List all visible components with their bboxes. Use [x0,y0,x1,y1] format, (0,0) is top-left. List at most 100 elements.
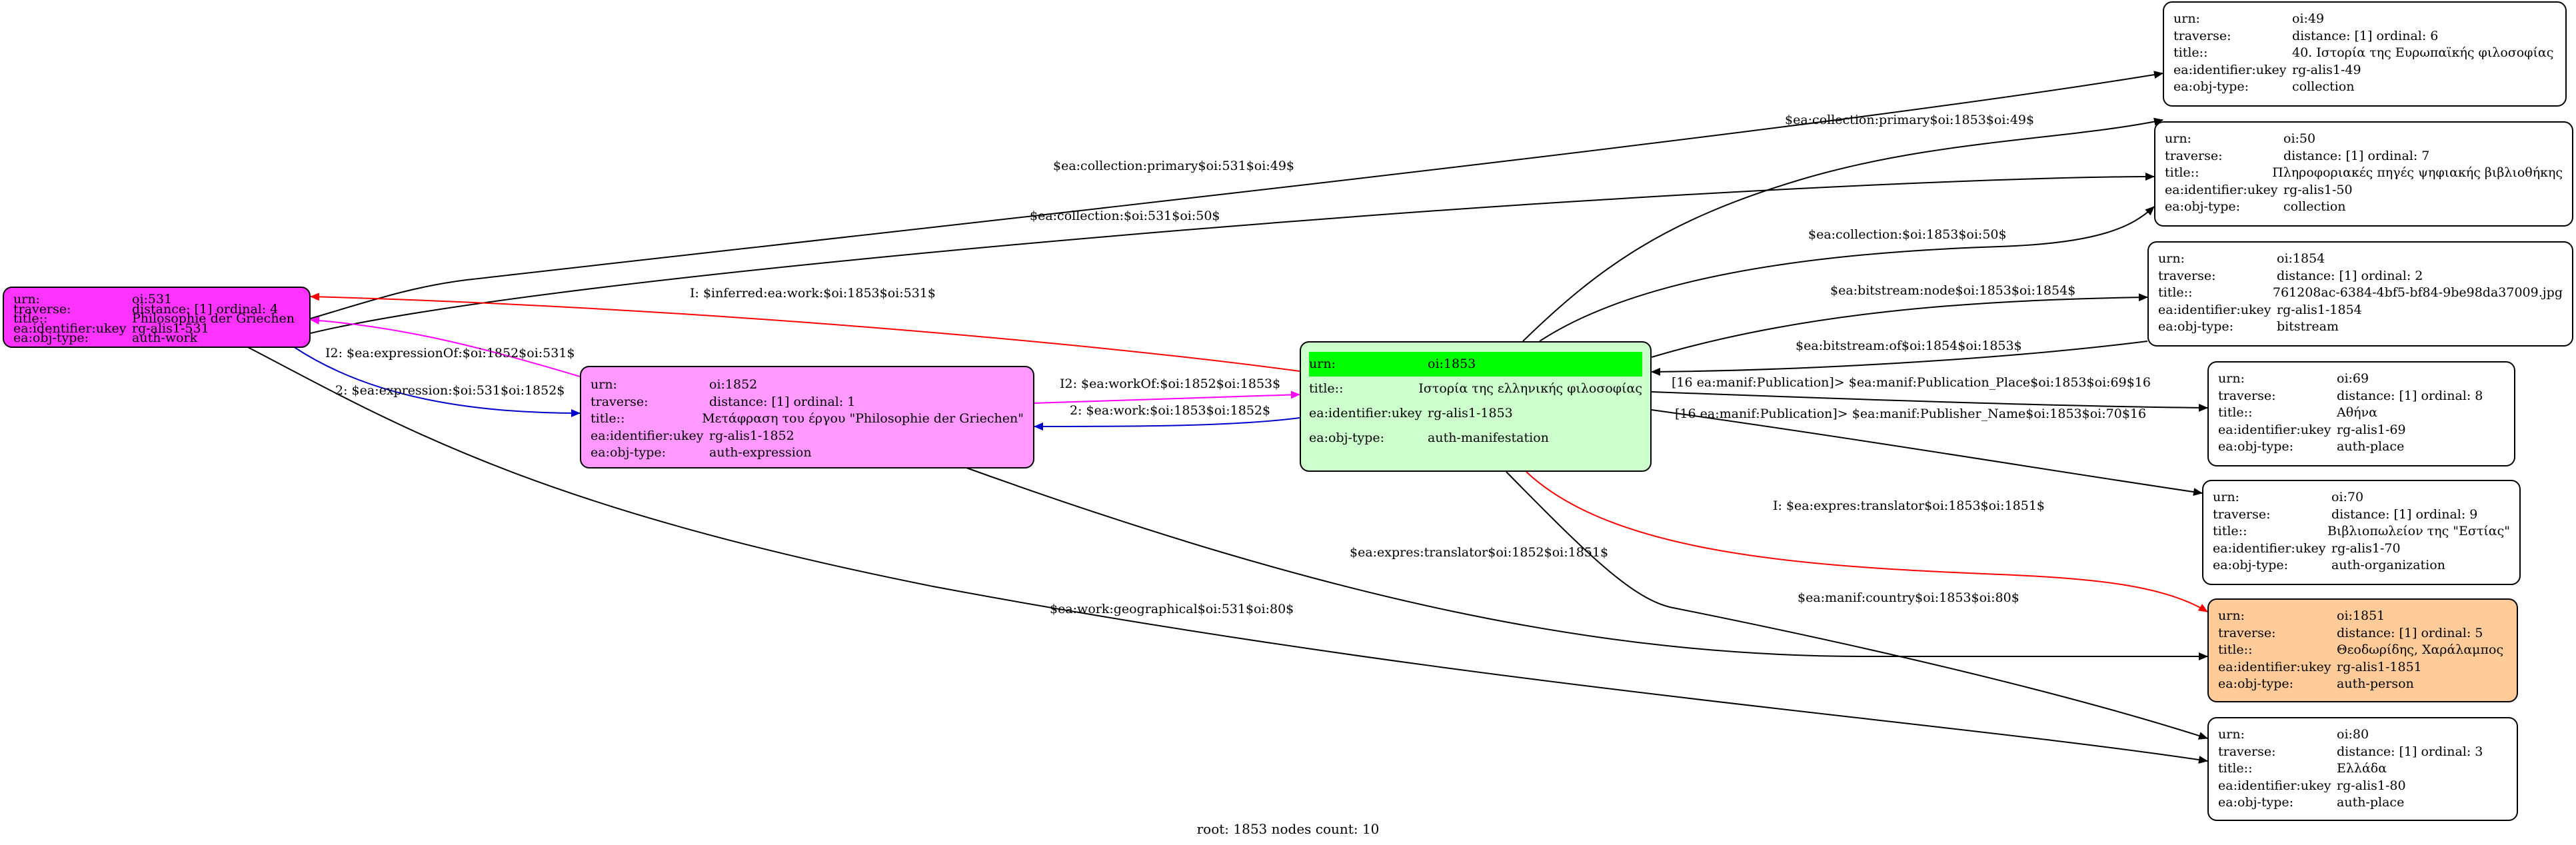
field-value: rg-alis1-49 [2292,62,2361,77]
field-value: collection [2283,199,2346,214]
field-key: traverse: [2158,268,2216,283]
field-value: rg-alis1-1854 [2277,302,2362,317]
edge-531-80 [246,346,2208,764]
field-value: 40. Ιστορία της Ευρωπαϊκής φιλοσοφίας [2292,45,2554,60]
edge-531-1852 [293,346,581,417]
field-key: ea:identifier:ukey [591,428,704,443]
node-row: urn:oi:1852 [591,377,1024,394]
node-row: urn:oi:1851 [2218,608,2507,625]
edge-label-1853-69: [16 ea:manif:Publication]> $ea:manif:Pub… [1672,375,2151,390]
node-row: traverse:distance: [1] ordinal: 7 [2165,148,2563,165]
field-key: ea:identifier:ukey [1309,406,1422,421]
edge-label-1852-531: I2: $ea:expressionOf:$oi:1852$oi:531$ [325,346,575,361]
node-oi-1853-root[interactable]: urn:oi:1853 title::Ιστορία της ελληνικής… [1300,341,1652,472]
edge-label-1852-1851: $ea:expres:translator$oi:1852$oi:1851$ [1350,545,1608,560]
node-oi-80[interactable]: urn:oi:80 traverse:distance: [1] ordinal… [2207,717,2518,821]
field-value: Philosophie der Griechen [132,311,295,326]
edge-1853-1851 [1526,471,2208,612]
field-key: ea:obj-type: [2218,676,2294,691]
field-value: Θεοδωρίδης, Χαράλαμπος [2337,642,2504,657]
field-key: ea:identifier:ukey [2173,62,2287,77]
field-value: auth-manifestation [1428,430,1549,445]
field-key: traverse: [2173,28,2231,43]
node-row: ea:obj-type:auth-person [2218,676,2507,693]
node-row: title::Philosophie der Griechen [13,311,300,326]
node-row: traverse:distance: [1] ordinal: 5 [2218,625,2507,642]
field-value: oi:50 [2283,131,2316,146]
field-value: distance: [1] ordinal: 2 [2277,268,2423,283]
node-oi-1854[interactable]: urn: oi:1854 traverse: distance: [1] ordin… [2147,241,2573,347]
node-row: title::Πληροφοριακές πηγές ψηφιακής βιβλ… [2165,165,2563,182]
node-oi-531[interactable]: urn:oi:531 traverse:distance: [1] ordina… [3,287,311,348]
field-value: rg-alis1-69 [2337,422,2406,437]
node-row: title::Βιβλιοπωλείον της "Εστίας" [2213,523,2510,540]
field-key: traverse: [13,301,71,317]
node-row: urn:oi:69 [2218,371,2505,388]
field-value: rg-alis1-1852 [709,428,794,443]
field-value: oi:531 [132,292,173,307]
field-value: auth-expression [709,445,812,460]
node-row: urn:oi:80 [2218,726,2507,744]
node-oi-50[interactable]: urn:oi:50 traverse:distance: [1] ordinal… [2154,121,2573,227]
field-key: urn: [2213,490,2239,504]
field-key: title:: [2218,642,2253,657]
field-value: Μετάφραση του έργου "Philosophie der Gri… [702,411,1024,426]
edge-label-1853-50: $ea:collection:$oi:1853$oi:50$ [1808,227,2007,242]
field-key: urn: [1309,357,1336,371]
edge-label-1852-1853: I2: $ea:workOf:$oi:1852$oi:1853$ [1060,377,1280,391]
node-row: ea:identifier:ukey rg-alis1-1853 [1309,401,1642,426]
node-row: title::Ιστορία της ελληνικής φιλοσοφίας [1309,377,1642,401]
field-value: oi:80 [2337,727,2369,742]
node-row: traverse: distance: [1] ordinal: 2 [2158,268,2563,285]
node-row: traverse:distance: [1] ordinal: 8 [2218,388,2505,405]
field-key: title:: [2165,165,2199,180]
node-row: ea:obj-type:auth-expression [591,444,1024,462]
edge-label-531-1852: 2: $ea:expression:$oi:531$oi:1852$ [335,383,565,398]
edge-label-1853-1854: $ea:bitstream:node$oi:1853$oi:1854$ [1830,283,2075,298]
node-row: ea:identifier:ukey rg-alis1-49 [2173,62,2556,79]
edge-1853-49 [1522,117,2163,342]
edge-label-531-80: $ea:work:geographical$oi:531$oi:80$ [1050,602,1294,616]
field-value: rg-alis1-1853 [1428,406,1513,421]
edge-1853-69 [1651,391,2208,412]
field-key: title:: [1309,381,1344,396]
field-key: title:: [2158,285,2193,300]
graph-footer: root: 1853 nodes count: 10 [1196,821,1380,837]
field-value: rg-alis1-80 [2337,778,2406,793]
node-row: urn:oi:50 [2165,131,2563,148]
node-row: urn:oi:49 [2173,11,2556,28]
edge-1853-70 [1651,409,2203,496]
node-oi-70[interactable]: urn:oi:70 traverse:distance: [1] ordinal… [2202,480,2521,585]
field-value: Πληροφοριακές πηγές ψηφιακής βιβλιοθήκης [2272,165,2563,180]
node-row: urn:oi:531 [13,292,300,307]
field-key: urn: [2158,251,2185,266]
field-value: oi:1854 [2277,251,2325,266]
node-oi-69[interactable]: urn:oi:69 traverse:distance: [1] ordinal… [2207,361,2515,466]
field-key: traverse: [591,394,648,409]
field-value: bitstream [2277,319,2339,334]
node-oi-1851[interactable]: urn:oi:1851 traverse:distance: [1] ordin… [2207,598,2518,702]
field-value: oi:70 [2331,490,2364,504]
node-oi-1852[interactable]: urn:oi:1852 traverse:distance: [1] ordin… [580,366,1034,468]
node-oi-49[interactable]: urn:oi:49 traverse:distance: [1] ordinal… [2163,1,2567,107]
edge-label-1853-70: [16 ea:manif:Publication]> $ea:manif:Pub… [1675,407,2146,421]
field-key: traverse: [2165,148,2223,163]
edge-label-1853-80: $ea:manif:country$oi:1853$oi:80$ [1798,590,2019,605]
node-row: title::Θεοδωρίδης, Χαράλαμπος [2218,642,2507,659]
field-value: oi:1852 [709,377,758,392]
field-key: ea:obj-type: [2173,79,2249,94]
field-key: ea:obj-type: [1309,430,1385,445]
field-value: distance: [1] ordinal: 8 [2337,388,2483,403]
edge-1852-1853 [1034,391,1300,404]
node-row: ea:obj-type:auth-work [13,331,300,345]
edge-label-1853-49: $ea:collection:primary$oi:1853$oi:49$ [1785,113,2034,127]
field-value: auth-work [132,331,198,345]
node-row: ea:obj-type:bitstream [2158,319,2563,336]
field-key: ea:identifier:ukey [2165,182,2278,197]
field-key: ea:identifier:ukey [13,321,127,336]
